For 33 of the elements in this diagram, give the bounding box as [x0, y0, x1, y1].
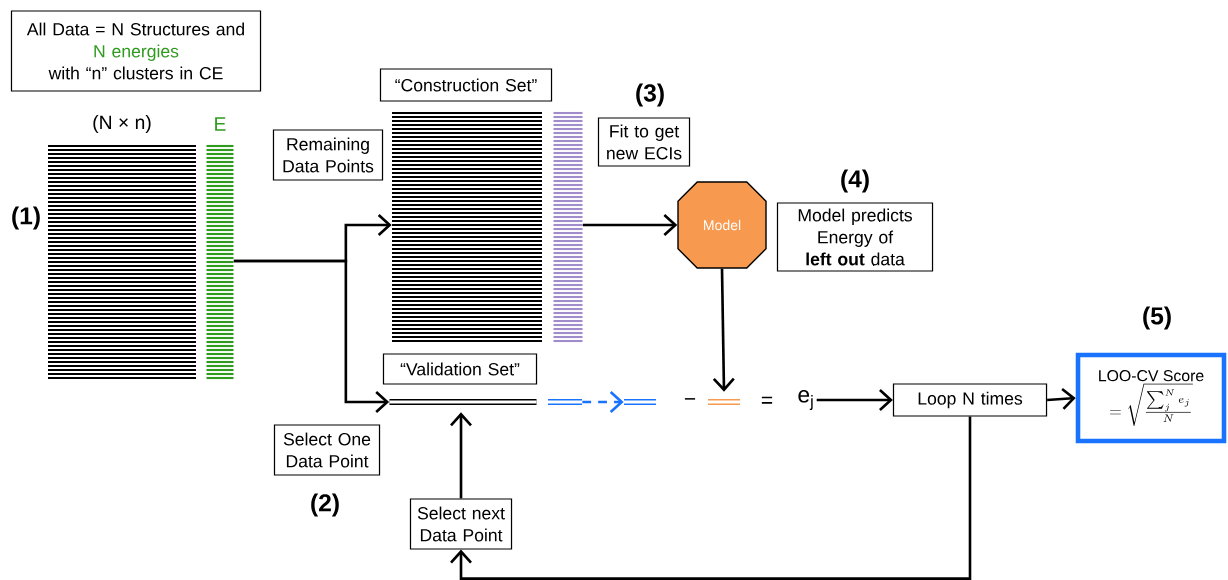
model-octagon: Model	[677, 181, 767, 269]
row-drawing	[389, 399, 537, 405]
text-box: Loop N times	[892, 383, 1048, 417]
row-drawing	[708, 399, 740, 405]
arrow	[582, 391, 624, 413]
arrow	[582, 214, 678, 236]
info-box: All Data = N Structures and N energies with “n” clusters in CE	[10, 10, 262, 92]
step-number: (5)	[1143, 306, 1171, 330]
arrow	[450, 416, 972, 580]
matrix-drawing	[392, 111, 542, 343]
arrow	[712, 268, 735, 392]
arrow	[450, 412, 472, 499]
step-number: (2)	[311, 493, 339, 517]
matrix-heading: E	[215, 117, 226, 131]
text-box: Fit to get new ECIs	[597, 117, 691, 167]
step-number: (3)	[636, 83, 664, 107]
arrow	[233, 259, 390, 413]
text-box: Select next Data Point	[409, 498, 513, 550]
error-symbol: e$_{j}$	[798, 390, 813, 410]
row-drawing	[548, 399, 582, 405]
text-box: Remaining Data Points	[272, 129, 384, 181]
score-box: LOO-CV Score $=\sqrt{\frac{\sum_j^N e_j}{N}}$	[1075, 352, 1227, 444]
set-title-box: “Construction Set”	[379, 68, 553, 102]
matrix-heading: (N × n)	[93, 115, 151, 133]
minus-sign: −	[684, 398, 696, 400]
equals-sign: =	[761, 396, 773, 404]
column-drawing	[553, 111, 583, 343]
text-box: Select One Data Point	[273, 424, 381, 476]
set-title-box: “Validation Set”	[382, 353, 538, 385]
arrow	[816, 389, 893, 411]
row-drawing	[624, 399, 656, 405]
text-box: Model predicts Energy of left out data	[776, 202, 934, 272]
arrow	[1047, 387, 1076, 410]
